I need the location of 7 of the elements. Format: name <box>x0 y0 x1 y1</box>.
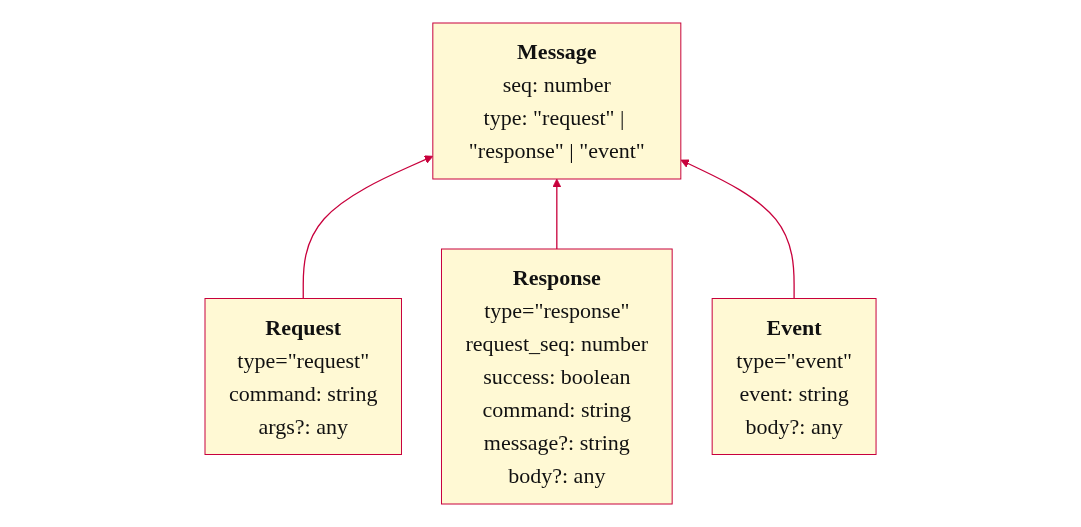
node-box: Message seq: number type: "request" | "response" | "event" <box>432 22 682 180</box>
node-box: Response type="response" request_seq: number success: boolean command: string message?: string body?: any <box>440 248 673 505</box>
node-box: Request type="request" command: string args?: any <box>204 298 402 455</box>
arrow <box>552 178 562 250</box>
arrow <box>302 155 434 300</box>
arrow <box>680 159 795 300</box>
node-box: Event type="event" event: string body?: any <box>711 298 877 455</box>
